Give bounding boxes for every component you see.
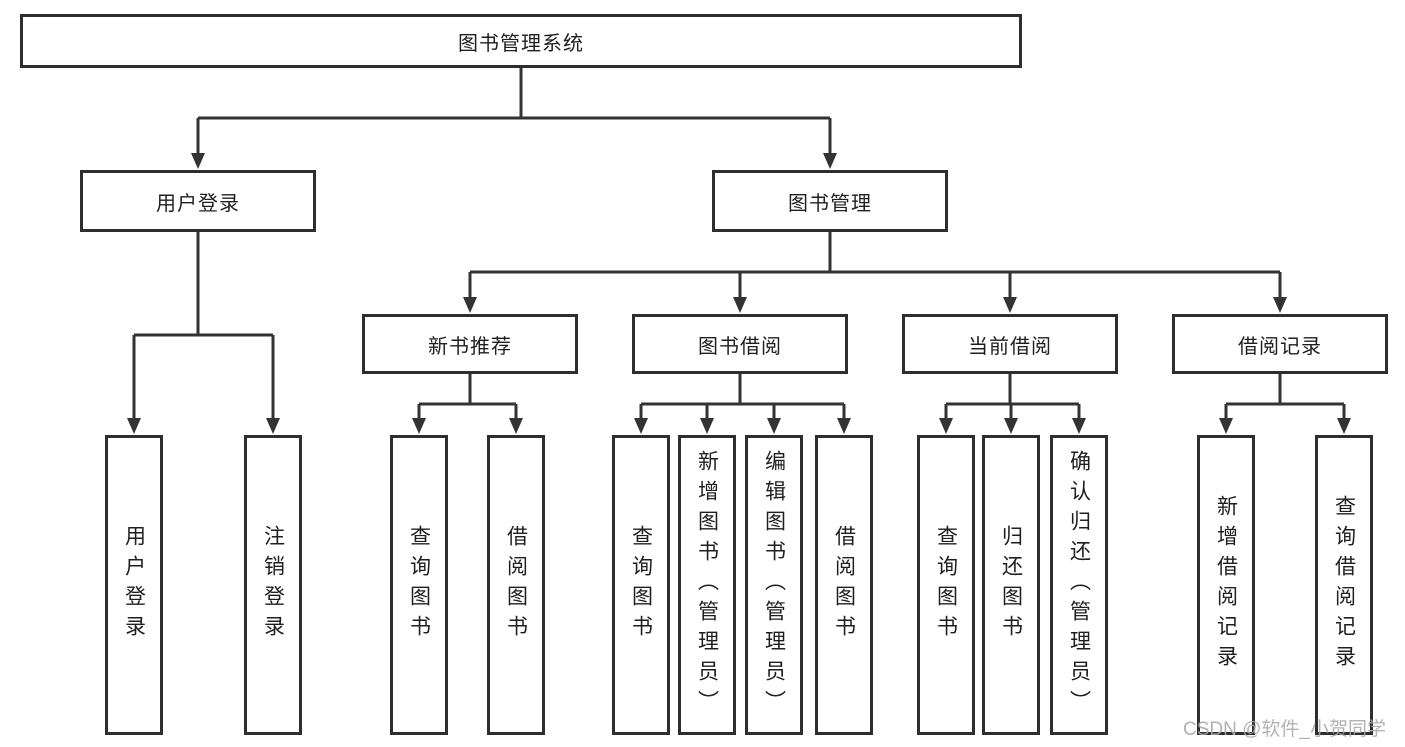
arrow-down-icon: [1072, 418, 1086, 434]
leaf-user-login: 用户登录: [105, 435, 163, 735]
node-user-login-label: 用户登录: [156, 192, 240, 215]
leaf-return-books-label: 归还图书: [999, 525, 1023, 645]
leaf-borrow-books: 借阅图书: [815, 435, 873, 735]
connector-userlogin-to-leaves: [132, 232, 275, 420]
leaf-query-books-recommend: 查询图书: [390, 435, 448, 735]
arrowheads: [127, 153, 1351, 434]
node-user-login: 用户登录: [80, 170, 316, 232]
leaf-confirm-return-admin: 确认归还（管理员）: [1050, 435, 1108, 735]
arrow-down-icon: [1003, 297, 1017, 313]
connector-records-to-leaves: [1224, 374, 1346, 420]
leaf-query-books-borrowing-label: 查询图书: [629, 525, 653, 645]
leaf-add-books-admin-label: 新增图书（管理员）: [695, 450, 719, 720]
connector-bookmgmt-to-level3: [468, 232, 1282, 299]
leaf-user-login-label: 用户登录: [122, 525, 146, 645]
node-root-system-label: 图书管理系统: [458, 32, 584, 55]
node-book-management: 图书管理: [712, 170, 948, 232]
leaf-borrow-books-label: 借阅图书: [832, 525, 856, 645]
leaf-confirm-return-admin-label: 确认归还（管理员）: [1067, 450, 1091, 720]
leaf-query-books-borrowing: 查询图书: [612, 435, 670, 735]
arrow-down-icon: [412, 418, 426, 434]
leaf-query-borrow-record: 查询借阅记录: [1315, 435, 1373, 735]
connector-newbooks-to-leaves: [417, 374, 518, 420]
arrow-down-icon: [823, 153, 837, 169]
arrow-down-icon: [191, 153, 205, 169]
leaf-add-borrow-record-label: 新增借阅记录: [1214, 495, 1238, 675]
connector-borrowing-to-leaves: [639, 374, 846, 420]
leaf-return-books: 归还图书: [982, 435, 1040, 735]
node-borrowing-records-label: 借阅记录: [1238, 335, 1322, 358]
node-new-book-recommend-label: 新书推荐: [428, 335, 512, 358]
leaf-query-books-current-label: 查询图书: [934, 525, 958, 645]
leaf-add-books-admin: 新增图书（管理员）: [678, 435, 736, 735]
connector-root-to-level2: [196, 68, 832, 156]
leaf-logout-label: 注销登录: [261, 525, 285, 645]
node-new-book-recommend: 新书推荐: [362, 314, 578, 374]
arrow-down-icon: [463, 297, 477, 313]
arrow-down-icon: [767, 418, 781, 434]
leaf-borrow-books-recommend-label: 借阅图书: [504, 525, 528, 645]
arrow-down-icon: [509, 418, 523, 434]
arrow-down-icon: [1004, 418, 1018, 434]
arrow-down-icon: [1337, 418, 1351, 434]
leaf-query-books-recommend-label: 查询图书: [407, 525, 431, 645]
arrow-down-icon: [1219, 418, 1233, 434]
node-book-borrowing-label: 图书借阅: [698, 335, 782, 358]
arrow-down-icon: [127, 418, 141, 434]
node-borrowing-records: 借阅记录: [1172, 314, 1388, 374]
node-current-borrowing-label: 当前借阅: [968, 335, 1052, 358]
connector-current-to-leaves: [944, 374, 1081, 420]
leaf-logout: 注销登录: [244, 435, 302, 735]
arrow-down-icon: [700, 418, 714, 434]
node-root-system: 图书管理系统: [20, 14, 1022, 68]
leaf-query-borrow-record-label: 查询借阅记录: [1332, 495, 1356, 675]
leaf-edit-books-admin: 编辑图书（管理员）: [745, 435, 803, 735]
arrow-down-icon: [266, 418, 280, 434]
arrow-down-icon: [1273, 297, 1287, 313]
node-current-borrowing: 当前借阅: [902, 314, 1118, 374]
leaf-borrow-books-recommend: 借阅图书: [487, 435, 545, 735]
leaf-edit-books-admin-label: 编辑图书（管理员）: [762, 450, 786, 720]
node-book-management-label: 图书管理: [788, 192, 872, 215]
arrow-down-icon: [837, 418, 851, 434]
leaf-add-borrow-record: 新增借阅记录: [1197, 435, 1255, 735]
arrow-down-icon: [733, 297, 747, 313]
arrow-down-icon: [939, 418, 953, 434]
csdn-watermark: CSDN @软件_小贺同学: [1183, 719, 1386, 740]
arrow-down-icon: [634, 418, 648, 434]
node-book-borrowing: 图书借阅: [632, 314, 848, 374]
leaf-query-books-current: 查询图书: [917, 435, 975, 735]
